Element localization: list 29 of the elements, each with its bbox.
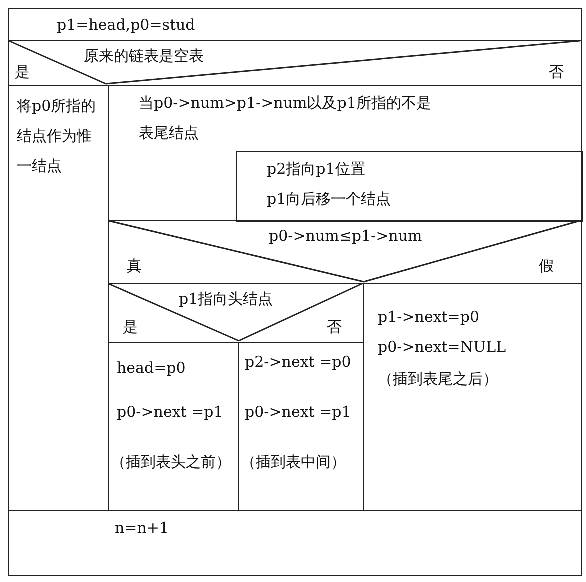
process-block — [8, 8, 582, 41]
process-block — [8, 510, 582, 576]
process-block — [236, 151, 583, 222]
condition-text: p0->num≤p1->num — [269, 226, 422, 247]
statement-text: p2指向p1位置 — [267, 159, 366, 180]
statement-text: p1=head,p0=stud — [57, 15, 196, 36]
statement-text: p0->next=NULL — [378, 337, 506, 358]
decision-block — [8, 40, 582, 86]
statement-text: n=n+1 — [115, 518, 170, 539]
branch-label: 假 — [539, 256, 554, 277]
condition-text: 原来的链表是空表 — [84, 46, 204, 67]
statement-text: p0->next =p1 — [245, 402, 352, 423]
decision-block — [108, 283, 364, 343]
branch-label: 否 — [327, 317, 342, 338]
branch-label: 是 — [123, 317, 138, 338]
statement-text: p2->next =p0 — [245, 352, 352, 373]
comment-text: （插到表尾之后） — [378, 369, 498, 390]
statement-text: p1向后移一个结点 — [267, 189, 392, 210]
decision-block — [108, 220, 582, 284]
comment-text: （插到表头之前） — [111, 452, 231, 473]
condition-text: p1指向头结点 — [179, 289, 274, 310]
statement-text: 将p0所指的结点作为惟一结点 — [17, 96, 98, 177]
statement-text: head=p0 — [117, 358, 186, 379]
branch-label: 真 — [127, 256, 142, 277]
comment-text: （插到表中间） — [241, 452, 346, 473]
branch-label: 是 — [15, 62, 30, 83]
statement-text: p0->next =p1 — [117, 402, 224, 423]
statement-text: p1->next=p0 — [378, 307, 480, 328]
branch-label: 否 — [549, 62, 564, 83]
